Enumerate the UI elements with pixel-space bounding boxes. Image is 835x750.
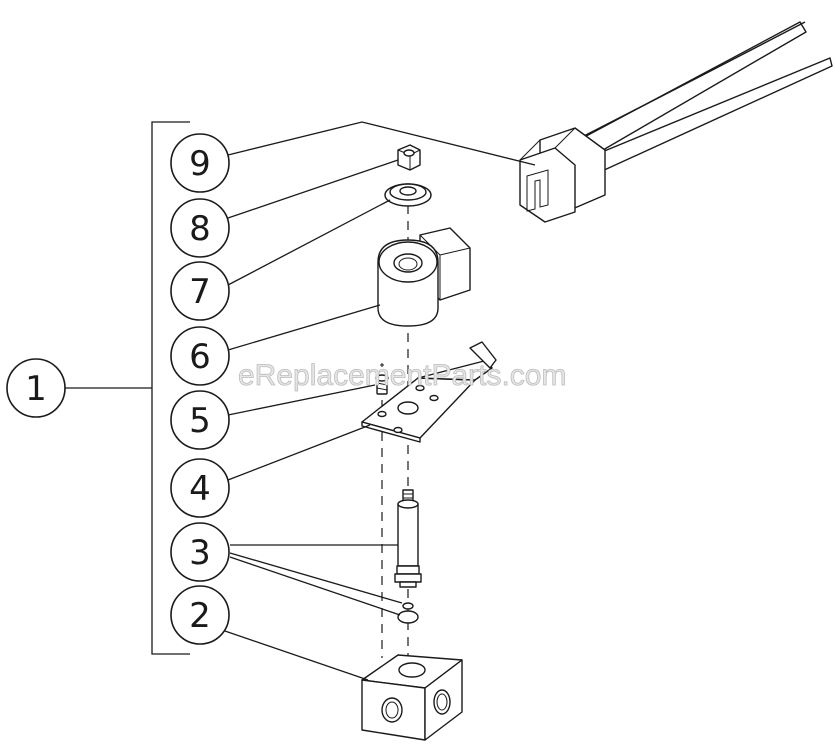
callout-1: 1 — [6, 358, 66, 418]
screw — [375, 363, 389, 395]
callout-5: 5 — [170, 390, 230, 450]
nut — [397, 144, 421, 171]
callout-7: 7 — [170, 261, 230, 321]
callout-label-1: 1 — [25, 369, 47, 409]
assembly-bracket — [65, 121, 190, 655]
callout-label-4: 4 — [189, 469, 211, 509]
watermark-text: eReplacementParts.com — [238, 359, 566, 392]
washer — [384, 183, 432, 207]
plunger-assembly — [394, 489, 422, 624]
callout-label-2: 2 — [189, 596, 211, 636]
callout-3: 3 — [170, 522, 230, 582]
callout-label-6: 6 — [189, 337, 211, 377]
callout-2: 2 — [170, 585, 230, 645]
callout-4: 4 — [170, 458, 230, 518]
bracket-plate — [361, 341, 497, 443]
callout-6: 6 — [170, 326, 230, 386]
leader-lines — [221, 121, 536, 681]
callout-8: 8 — [170, 198, 230, 258]
cable-connector — [519, 21, 833, 223]
callout-label-9: 9 — [189, 144, 211, 184]
callout-label-8: 8 — [189, 209, 211, 249]
valve-body — [361, 654, 463, 741]
callout-label-7: 7 — [189, 272, 211, 312]
callout-label-5: 5 — [189, 401, 211, 441]
solenoid-coil — [377, 227, 471, 327]
callout-label-3: 3 — [189, 533, 211, 573]
callout-9: 9 — [170, 133, 230, 193]
